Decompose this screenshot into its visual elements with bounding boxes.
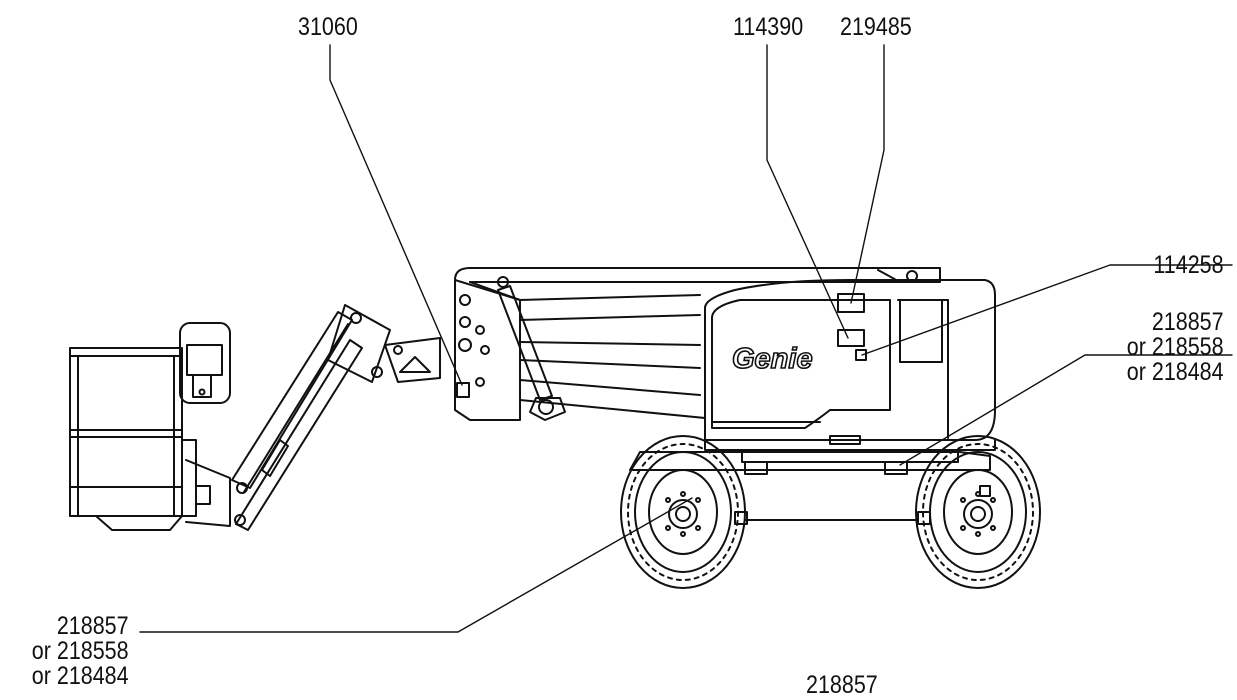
svg-text:Genie: Genie (732, 343, 813, 375)
callout-114390: 114390 (733, 13, 804, 41)
turntable-hood (704, 279, 996, 463)
callout-right-stack: 218857 or 218558 or 218484 (1127, 310, 1224, 385)
callout-left-stack-line-2: or 218558 (32, 637, 129, 665)
callout-31060: 31060 (298, 13, 358, 41)
callout-left-stack-line-1: 218857 (57, 612, 129, 640)
chassis (629, 451, 991, 525)
callout-219485: 219485 (840, 13, 912, 41)
main-boom (454, 267, 941, 421)
callout-right-stack-line-2: or 218558 (1127, 333, 1224, 361)
rear-wheel (915, 435, 1041, 589)
callout-right-stack-line-3: or 218484 (1127, 358, 1224, 386)
jib-boom (231, 304, 441, 531)
genie-logo: Genie (728, 341, 848, 375)
leader-lines (139, 44, 1233, 633)
callout-bottom-218857: 218857 (806, 671, 878, 699)
front-wheel (620, 435, 746, 589)
callout-right-stack-line-1: 218857 (1152, 308, 1224, 336)
callout-left-stack: 218857 or 218558 or 218484 (32, 614, 129, 689)
callout-114258: 114258 (1153, 251, 1224, 279)
callout-left-stack-line-3: or 218484 (32, 662, 129, 690)
platform-basket (69, 322, 231, 531)
